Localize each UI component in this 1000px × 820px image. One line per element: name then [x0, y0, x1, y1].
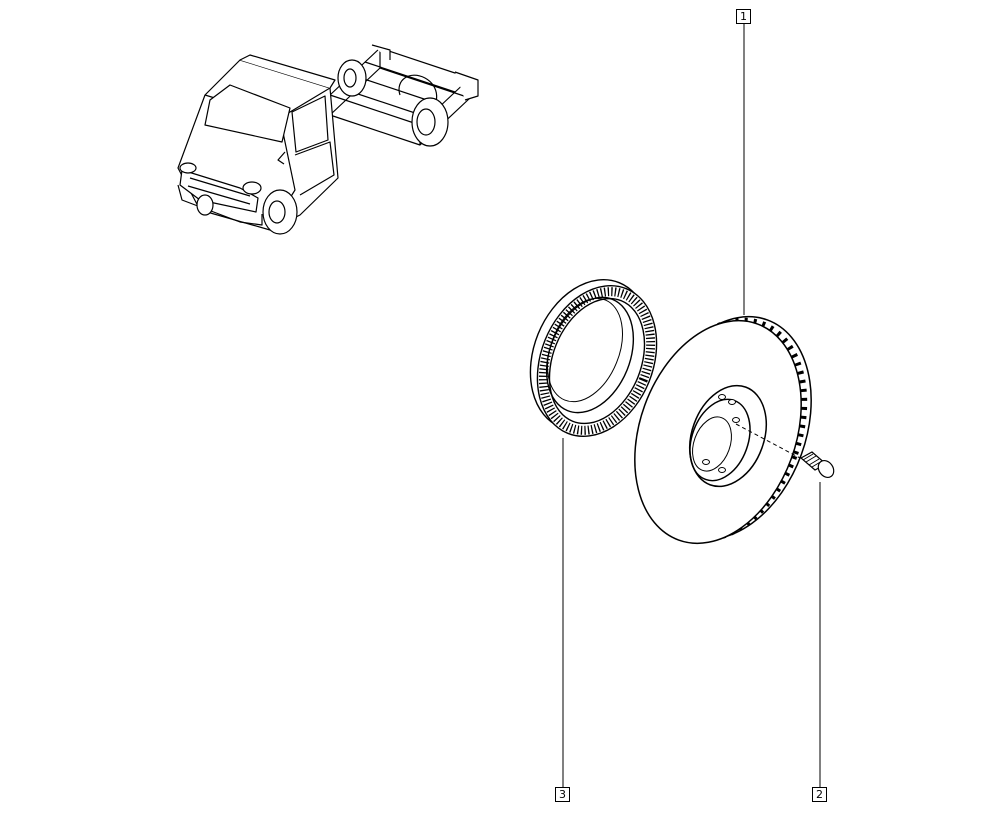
callout-2-label: 2 — [816, 788, 823, 801]
brake-disc — [634, 315, 812, 545]
van-chassis-illustration — [177, 44, 479, 235]
callout-1-label: 1 — [740, 10, 747, 23]
rear-wheel — [337, 59, 449, 147]
callout-2: 2 — [812, 787, 827, 802]
cab-body — [177, 54, 339, 235]
headlight-right — [242, 181, 262, 195]
windscreen — [204, 84, 291, 143]
screw-axis-line — [735, 423, 801, 459]
callout-3-label: 3 — [559, 788, 566, 801]
screw-head — [817, 460, 835, 478]
disc-screw — [799, 451, 835, 478]
callout-1: 1 — [736, 9, 751, 24]
side-door-window — [291, 95, 329, 153]
abs-tone-ring — [529, 278, 658, 438]
callout-3: 3 — [555, 787, 570, 802]
disc-bolt-holes — [702, 394, 740, 473]
tone-ring-teeth — [538, 287, 656, 435]
headlight-left — [179, 162, 197, 174]
screw-thread — [802, 453, 823, 468]
front-wheel — [262, 189, 298, 235]
leader-lines — [562, 24, 821, 787]
